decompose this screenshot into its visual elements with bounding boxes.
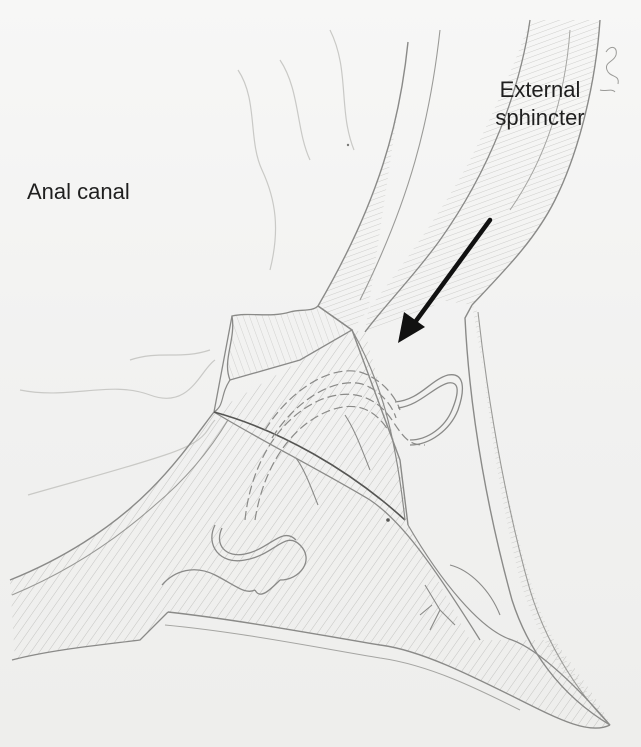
label-anal-canal: Anal canal <box>27 178 130 206</box>
label-external-line2: sphincter <box>478 104 602 132</box>
signature-mark <box>600 47 618 92</box>
label-external-line1: External <box>478 76 602 104</box>
label-external-sphincter: External sphincter <box>478 76 602 132</box>
external-sphincter-band <box>318 20 600 332</box>
